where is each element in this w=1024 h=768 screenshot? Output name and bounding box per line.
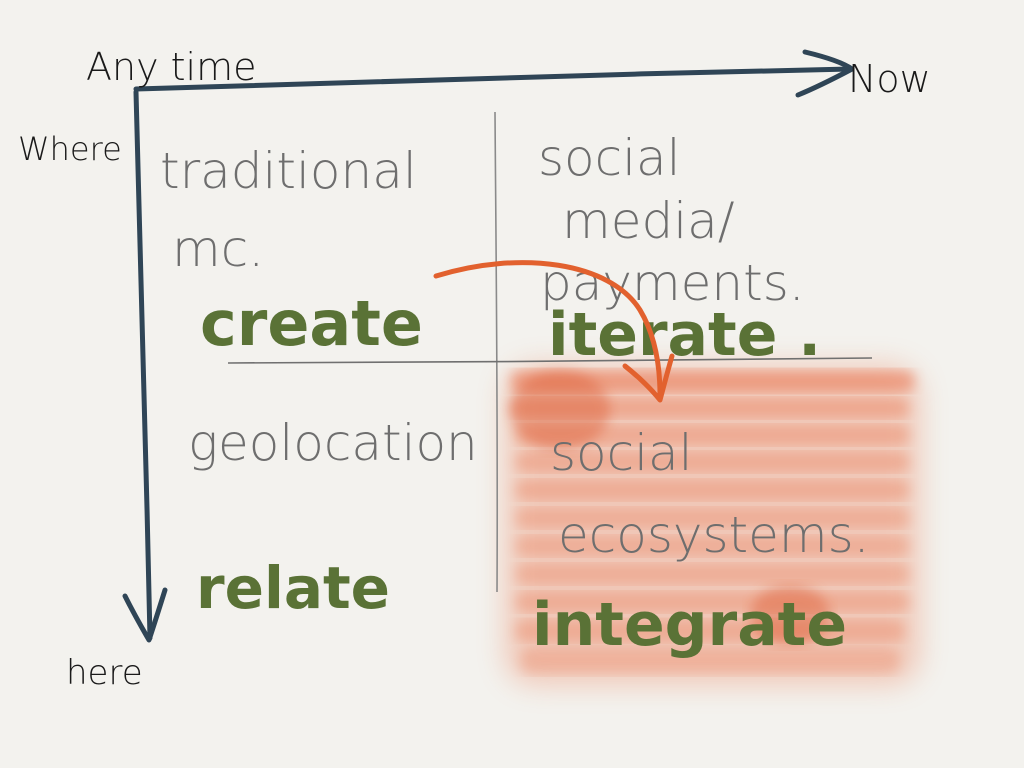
label-here: here: [66, 653, 143, 693]
label-any-time: Any time: [86, 45, 257, 89]
quadrant-text: media/: [562, 192, 735, 250]
quadrant-text: ecosystems.: [558, 506, 870, 564]
label-where: Where: [18, 130, 122, 168]
label-now: Now: [848, 57, 931, 101]
quadrant-top-right: social media/ payments. iterate .: [538, 129, 821, 370]
arrow-head-down: [122, 587, 168, 643]
time-axis: [133, 49, 855, 98]
quadrant-text: traditional: [160, 142, 417, 200]
quadrant-text: social: [538, 129, 681, 187]
quadrant-dividers: [227, 111, 873, 593]
quadrant-text: mc.: [172, 220, 264, 278]
verb-integrate: integrate: [532, 590, 847, 660]
quadrant-top-left: traditional mc. create: [160, 142, 423, 360]
quadrant-text: geolocation: [188, 414, 478, 472]
quadrant-text: payments.: [540, 254, 805, 312]
arrow-head-right: [795, 49, 855, 98]
quadrant-text: social: [550, 424, 693, 482]
quadrant-bottom-right: social ecosystems. integrate: [532, 424, 870, 660]
progression-arrow: [433, 260, 675, 403]
arrow-head: [622, 353, 675, 403]
quadrant-bottom-left: geolocation relate: [188, 414, 478, 622]
verb-create: create: [200, 287, 423, 360]
highlight-wash: [505, 365, 920, 685]
verb-relate: relate: [196, 554, 390, 622]
place-axis: [122, 89, 168, 643]
verb-iterate: iterate .: [548, 300, 821, 370]
